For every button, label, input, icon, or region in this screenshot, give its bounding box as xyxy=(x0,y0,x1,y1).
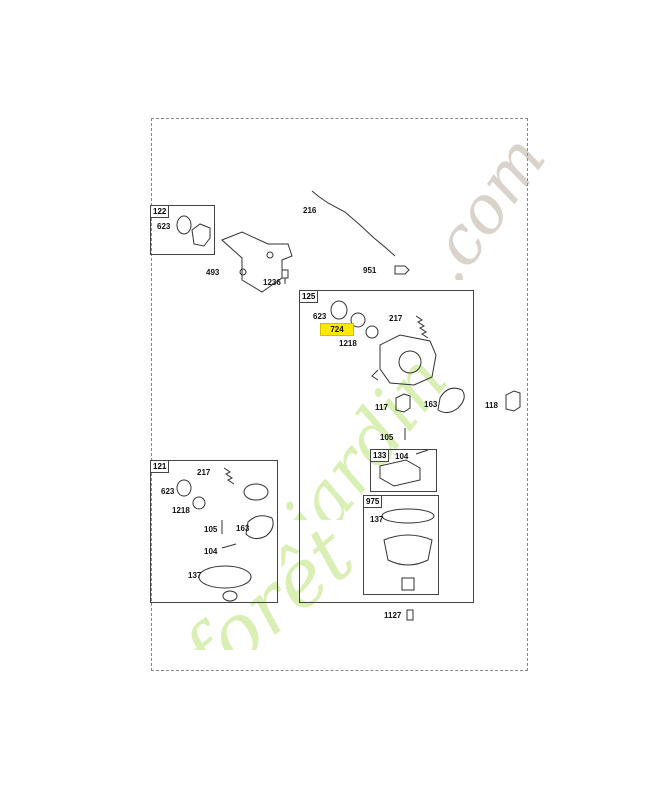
label-217-kit: 217 xyxy=(197,468,211,477)
washer-kit xyxy=(222,590,238,602)
box-975-label: 975 xyxy=(364,496,383,508)
gasket-163-box125 xyxy=(437,387,465,414)
label-216: 216 xyxy=(303,206,317,215)
oring-724 xyxy=(350,312,366,328)
box-121-label: 121 xyxy=(151,461,170,473)
label-117: 117 xyxy=(375,403,388,412)
inlet-needle-117 xyxy=(395,393,411,413)
label-105-box125: 105 xyxy=(380,433,394,442)
box-125-label: 125 xyxy=(300,291,319,303)
gasket-163-kit xyxy=(245,515,274,540)
screw-1127 xyxy=(406,609,414,621)
bowl-gasket-137 xyxy=(381,508,435,524)
box-133: 133 xyxy=(370,449,437,492)
label-104-box133: 104 xyxy=(395,452,409,461)
label-163-kit: 163 xyxy=(236,524,250,533)
pin-104-kit xyxy=(221,543,237,549)
bowl-nut xyxy=(401,577,415,591)
box-122: 122 xyxy=(150,205,215,255)
elbow-122 xyxy=(191,223,211,247)
float-pin-104 xyxy=(415,449,429,455)
box-125: 125 xyxy=(299,290,474,603)
bracket-hole-a xyxy=(266,251,274,259)
float-bowl xyxy=(383,534,433,566)
box-975: 975 xyxy=(363,495,439,595)
label-1218-box125: 1218 xyxy=(339,339,357,348)
label-105-kit: 105 xyxy=(204,525,218,534)
label-1218-kit: 1218 xyxy=(172,506,190,515)
gasket-623-box125 xyxy=(330,300,348,320)
carb-lever xyxy=(371,369,379,381)
box-133-label: 133 xyxy=(371,450,390,462)
screw-1236 xyxy=(281,269,289,284)
label-104-kit: 104 xyxy=(204,547,218,556)
screw-118 xyxy=(505,390,521,412)
label-493: 493 xyxy=(206,268,220,277)
clip-951 xyxy=(394,265,410,275)
diagram-frame xyxy=(151,118,528,671)
carburetor-body xyxy=(379,334,437,386)
spring-217-kit xyxy=(223,467,235,485)
bracket-493 xyxy=(221,231,293,293)
float-133 xyxy=(379,459,421,487)
label-118: 118 xyxy=(485,401,498,410)
spring-217 xyxy=(415,315,429,339)
gasket-623-kit xyxy=(176,479,192,497)
label-217-box125: 217 xyxy=(389,314,403,323)
oring-kit-a xyxy=(243,483,269,501)
label-623-kit: 623 xyxy=(161,487,175,496)
box-122-label: 122 xyxy=(151,206,170,218)
oring-1218-box125 xyxy=(365,325,379,339)
label-724-highlighted[interactable]: 724 xyxy=(320,323,354,336)
gasket-623-box122 xyxy=(176,215,192,235)
label-1127: 1127 xyxy=(384,611,402,620)
oring-1218-kit xyxy=(192,496,206,510)
label-137-kit: 137 xyxy=(188,571,202,580)
throttle-link-216 xyxy=(311,190,396,257)
label-163-box125: 163 xyxy=(424,400,438,409)
bowl-gasket-137-kit xyxy=(198,565,252,589)
label-623-box125: 623 xyxy=(313,312,327,321)
label-137-box975: 137 xyxy=(370,515,384,524)
box-121: 121 xyxy=(150,460,278,603)
carburetor-throat xyxy=(398,350,422,374)
bracket-hole-b xyxy=(239,268,247,276)
label-951: 951 xyxy=(363,266,377,275)
label-623-box122: 623 xyxy=(157,222,171,231)
label-1236: 1236 xyxy=(263,278,281,287)
